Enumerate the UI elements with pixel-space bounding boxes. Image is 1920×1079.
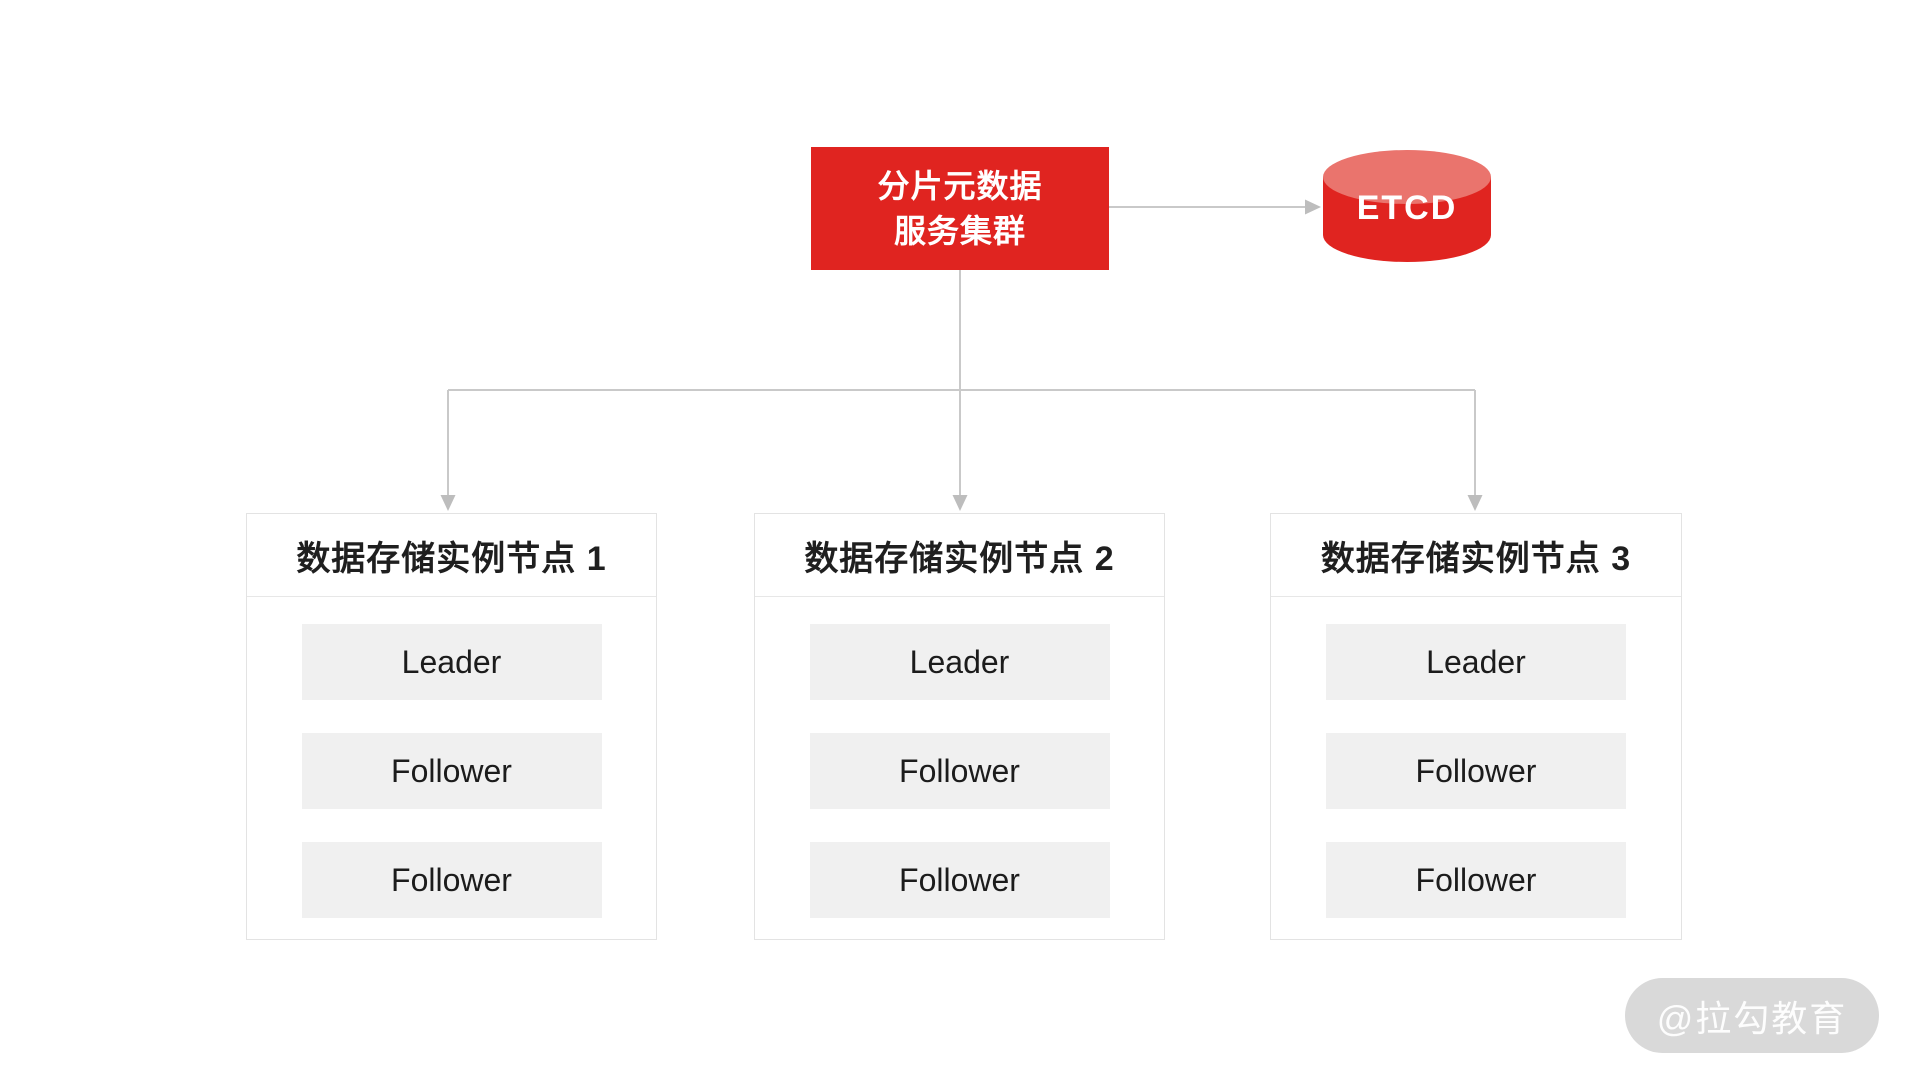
role-row-follower: Follower (1326, 842, 1626, 918)
etcd-label: ETCD (1356, 188, 1458, 227)
storage-node-2-title: 数据存储实例节点 2 (755, 514, 1164, 597)
arrowhead-node-2 (952, 495, 968, 511)
shard-metadata-cluster-label-line1: 分片元数据 (877, 167, 1043, 204)
role-row-follower: Follower (301, 733, 602, 809)
storage-node-3-title: 数据存储实例节点 3 (1271, 514, 1681, 597)
storage-node-2-rows: Leader Follower Follower (755, 597, 1164, 918)
shard-metadata-cluster-label-line2: 服务集群 (893, 212, 1026, 249)
lagou-education-watermark: @拉勾教育 (1625, 978, 1879, 1053)
role-row-leader: Leader (1326, 624, 1626, 700)
shard-metadata-cluster-box: 分片元数据 服务集群 (811, 147, 1109, 270)
storage-node-1-box: 数据存储实例节点 1 Leader Follower Follower (246, 513, 657, 940)
storage-node-2-box: 数据存储实例节点 2 Leader Follower Follower (754, 513, 1165, 940)
role-row-follower: Follower (1326, 733, 1626, 809)
arrowhead-node-1 (440, 495, 456, 511)
role-row-leader: Leader (809, 624, 1110, 700)
role-row-follower: Follower (301, 842, 602, 918)
storage-node-3-rows: Leader Follower Follower (1271, 597, 1681, 918)
etcd-cylinder-icon (1323, 150, 1491, 262)
arrowhead-etcd (1305, 199, 1321, 215)
role-row-follower: Follower (809, 733, 1110, 809)
arrowhead-node-3 (1467, 495, 1483, 511)
storage-node-1-title: 数据存储实例节点 1 (247, 514, 656, 597)
storage-node-3-box: 数据存储实例节点 3 Leader Follower Follower (1270, 513, 1682, 940)
role-row-leader: Leader (301, 624, 602, 700)
role-row-follower: Follower (809, 842, 1110, 918)
storage-node-1-rows: Leader Follower Follower (247, 597, 656, 918)
